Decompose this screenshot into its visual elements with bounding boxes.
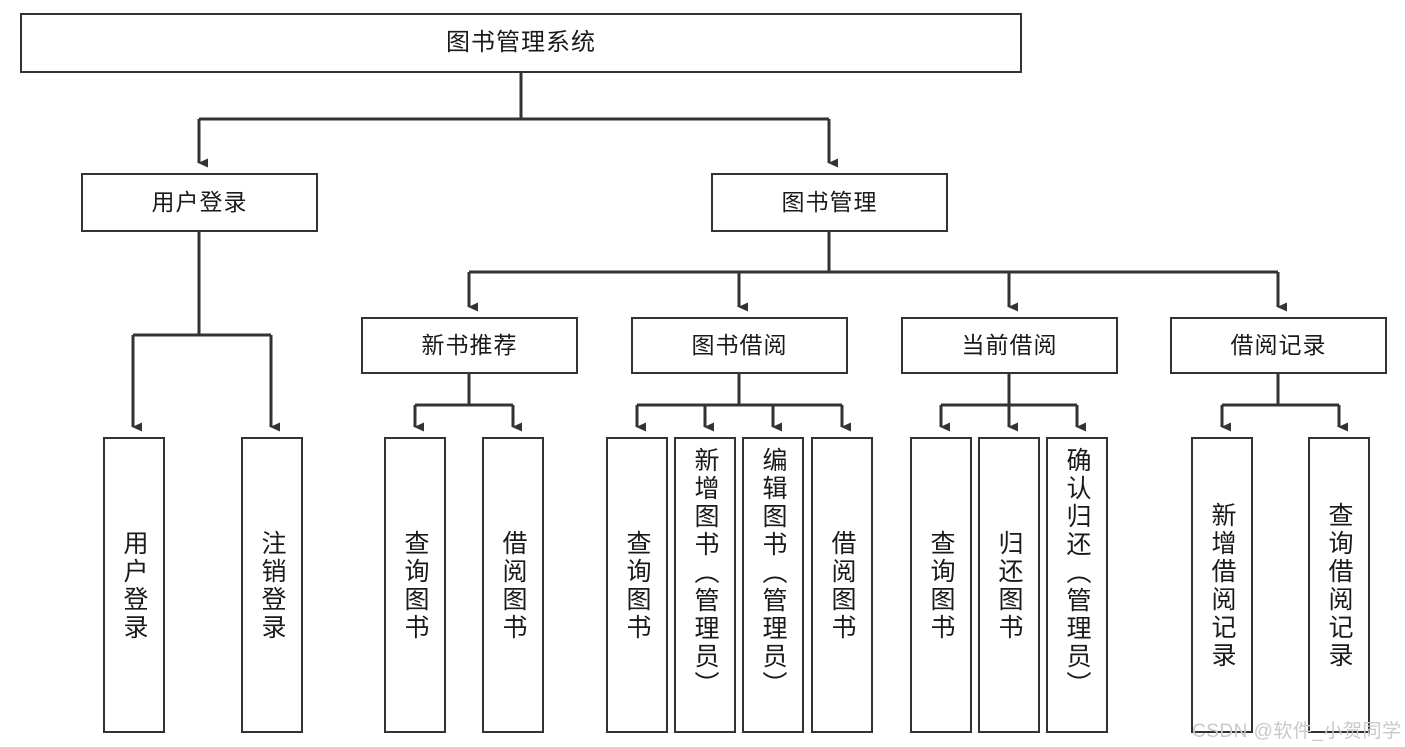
node-label: 归还图书 — [995, 530, 1023, 642]
node-label: 图书管理系统 — [446, 28, 596, 56]
node-label: 图书管理 — [781, 188, 878, 215]
leaf-user-login-login[interactable]: 用户登录 — [103, 437, 165, 733]
node-label: 用户登录 — [120, 530, 148, 642]
node-label: 确认归还（管理员） — [1063, 447, 1091, 699]
node-new-book-recommend[interactable]: 新书推荐 — [361, 317, 578, 374]
node-label: 查询图书 — [623, 530, 651, 642]
node-label: 借阅图书 — [828, 530, 856, 642]
node-book-borrow[interactable]: 图书借阅 — [631, 317, 848, 374]
node-root-book-management-system[interactable]: 图书管理系统 — [20, 13, 1022, 73]
node-borrow-record[interactable]: 借阅记录 — [1170, 317, 1387, 374]
node-label: 编辑图书（管理员） — [759, 447, 787, 699]
node-label: 新增图书（管理员） — [691, 447, 719, 699]
node-label: 当前借阅 — [961, 331, 1058, 358]
node-current-borrow[interactable]: 当前借阅 — [901, 317, 1118, 374]
leaf-current-borrow-return-books[interactable]: 归还图书 — [978, 437, 1040, 733]
node-label: 新书推荐 — [421, 331, 518, 358]
node-label: 新增借阅记录 — [1208, 502, 1236, 670]
leaf-book-borrow-query-books[interactable]: 查询图书 — [606, 437, 668, 733]
node-label: 查询图书 — [927, 530, 955, 642]
leaf-current-borrow-confirm-return-admin[interactable]: 确认归还（管理员） — [1046, 437, 1108, 733]
node-user-login[interactable]: 用户登录 — [81, 173, 318, 232]
leaf-borrow-record-add-record[interactable]: 新增借阅记录 — [1191, 437, 1253, 733]
node-label: 用户登录 — [151, 188, 248, 215]
node-label: 查询借阅记录 — [1325, 502, 1353, 670]
node-label: 注销登录 — [258, 530, 286, 642]
leaf-book-borrow-edit-book-admin[interactable]: 编辑图书（管理员） — [742, 437, 804, 733]
node-label: 图书借阅 — [691, 331, 788, 358]
leaf-book-borrow-add-book-admin[interactable]: 新增图书（管理员） — [674, 437, 736, 733]
node-label: 借阅记录 — [1230, 331, 1327, 358]
leaf-borrow-record-query-record[interactable]: 查询借阅记录 — [1308, 437, 1370, 733]
leaf-user-login-logout[interactable]: 注销登录 — [241, 437, 303, 733]
leaf-new-book-borrow-books[interactable]: 借阅图书 — [482, 437, 544, 733]
leaf-current-borrow-query-books[interactable]: 查询图书 — [910, 437, 972, 733]
node-label: 查询图书 — [401, 530, 429, 642]
node-book-management[interactable]: 图书管理 — [711, 173, 948, 232]
leaf-new-book-query-books[interactable]: 查询图书 — [384, 437, 446, 733]
node-label: 借阅图书 — [499, 530, 527, 642]
leaf-book-borrow-borrow-books[interactable]: 借阅图书 — [811, 437, 873, 733]
